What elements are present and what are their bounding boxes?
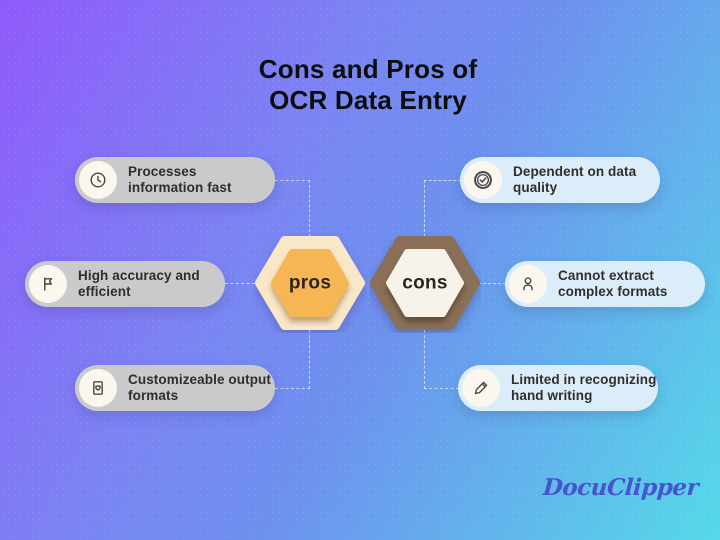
pros-hexagon-label: pros: [289, 273, 331, 294]
clock-icon: [79, 161, 117, 199]
person-icon: [509, 265, 547, 303]
title-line-1: Cons and Pros of: [258, 54, 478, 84]
cons-item-label: Limited in recognizing hand writing: [511, 371, 657, 404]
pencil-icon: [462, 369, 500, 407]
connector-pros-middle: [225, 283, 255, 284]
page-title: Cons and Pros of OCR Data Entry: [8, 54, 720, 116]
seal-check-icon: [464, 161, 502, 199]
connector-pros-bottom: [275, 330, 310, 389]
pros-hexagon: pros: [254, 233, 366, 338]
pros-item-label: Processes information fast: [128, 163, 232, 196]
cons-item-data-quality: Dependent on data quality: [460, 157, 660, 203]
cons-item-label: Cannot extract complex formats: [558, 267, 668, 300]
connector-cons-top: [424, 180, 461, 237]
pros-item-label: High accuracy and efficient: [78, 267, 200, 300]
title-line-2: OCR Data Entry: [269, 85, 467, 115]
pros-item-high-accuracy: High accuracy and efficient: [25, 261, 225, 307]
connector-pros-top: [275, 180, 310, 237]
pros-item-processes-fast: Processes information fast: [75, 157, 275, 203]
connector-cons-bottom: [424, 330, 459, 389]
connector-cons-middle: [478, 283, 506, 284]
cons-item-complex-formats: Cannot extract complex formats: [505, 261, 705, 307]
cons-item-label: Dependent on data quality: [513, 163, 637, 196]
document-heart-icon: [79, 369, 117, 407]
pros-item-label: Customizeable output formats: [128, 371, 271, 404]
flag-icon: [29, 265, 67, 303]
docuclipper-logo: DocuClipper: [541, 474, 699, 501]
cons-hexagon: cons: [369, 233, 481, 338]
cons-hexagon-label: cons: [402, 273, 448, 294]
pros-item-custom-output: Customizeable output formats: [75, 365, 275, 411]
cons-item-handwriting: Limited in recognizing hand writing: [458, 365, 658, 411]
